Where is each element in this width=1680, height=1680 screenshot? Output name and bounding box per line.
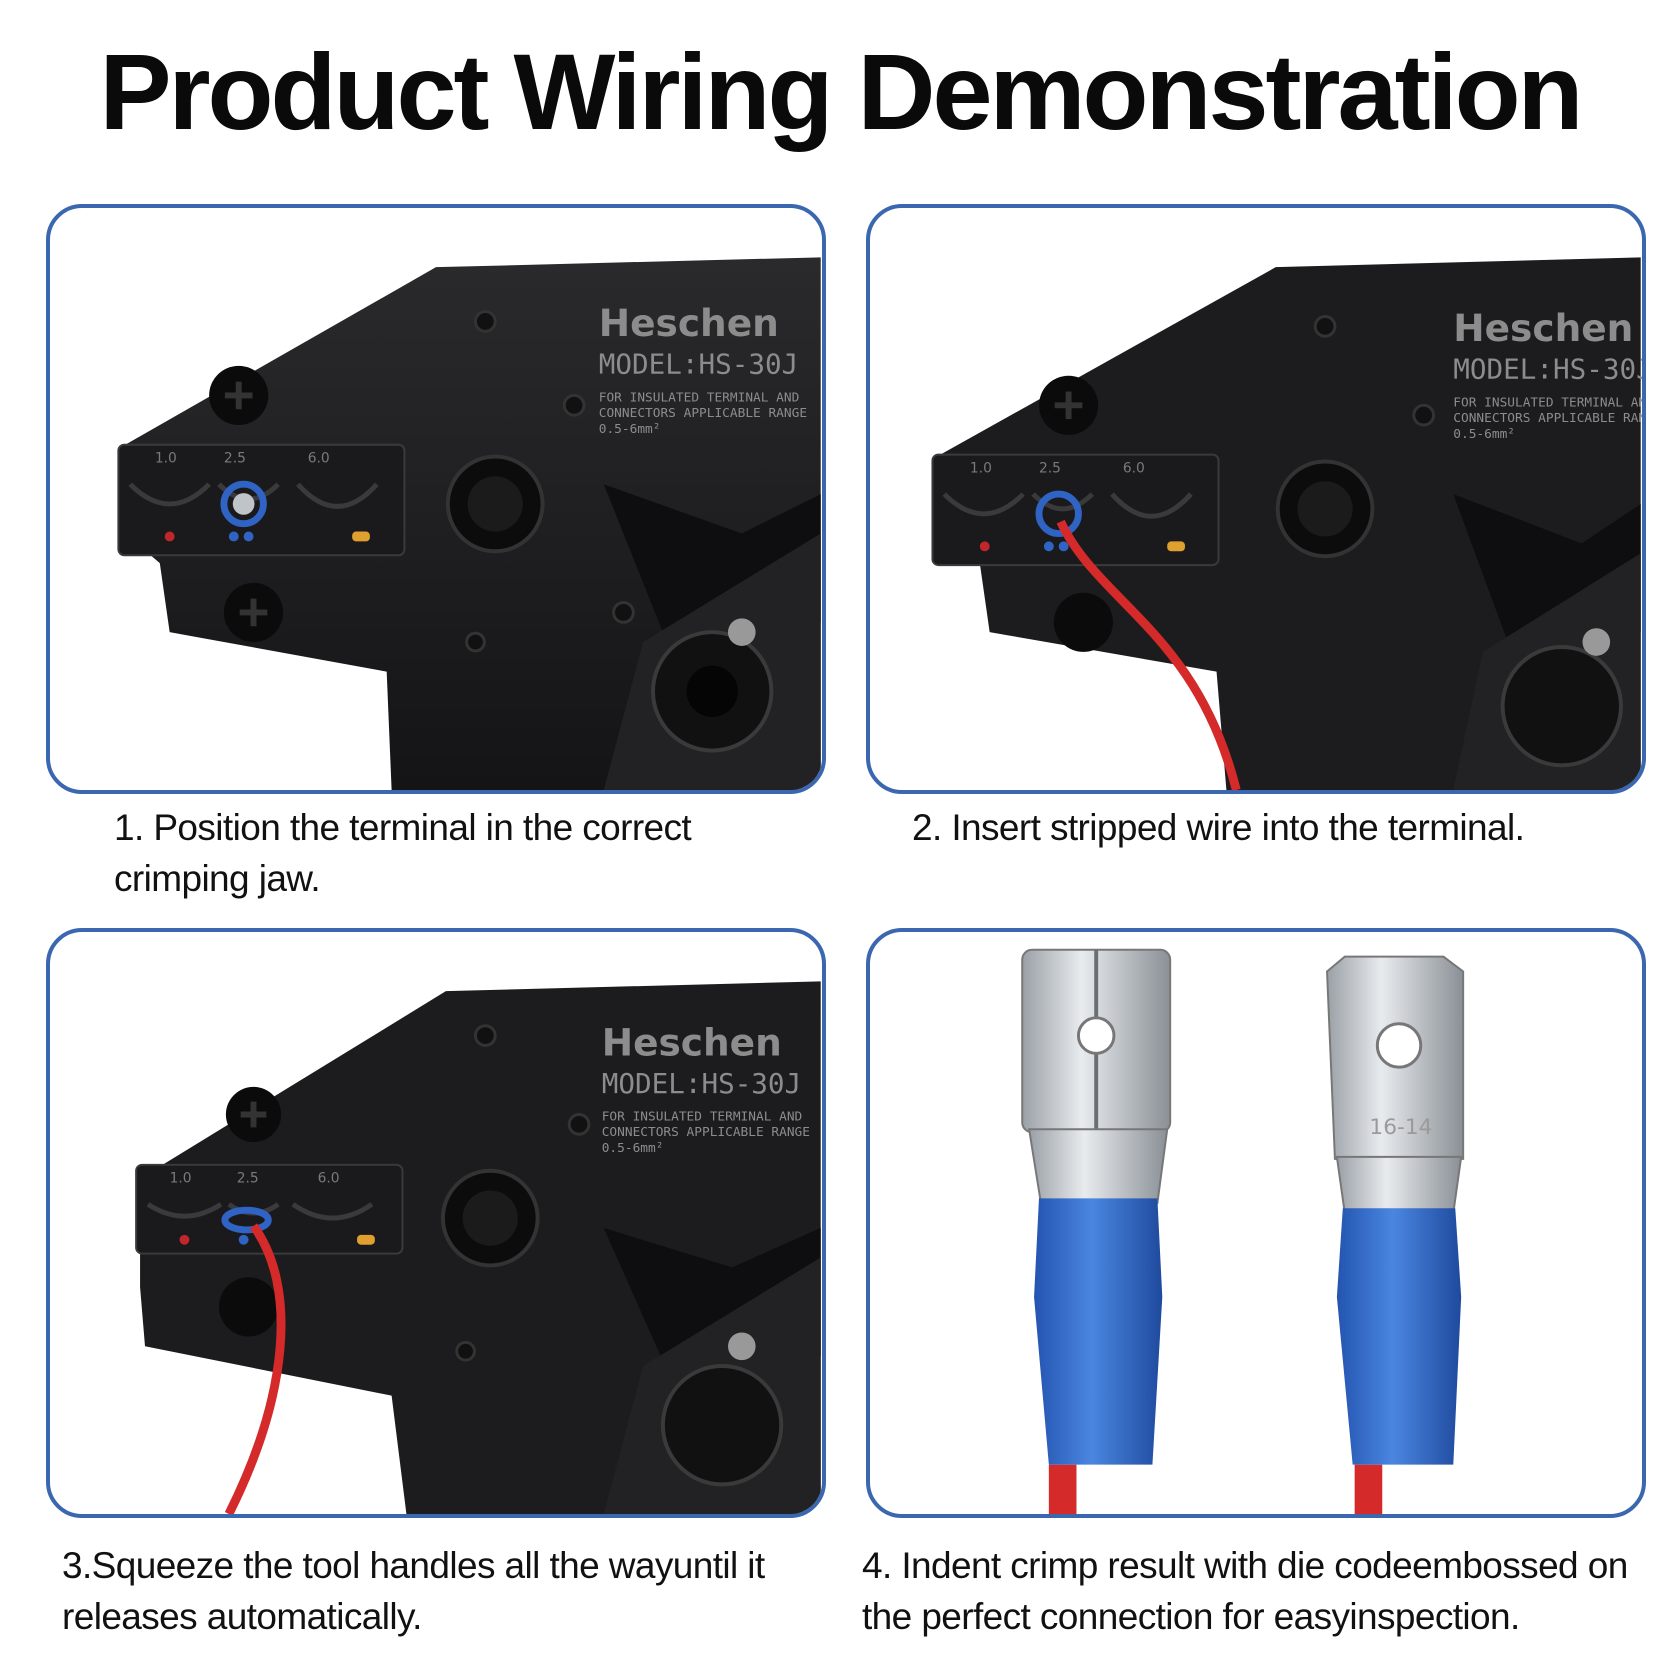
brand-label: Heschen: [1453, 306, 1633, 350]
crimping-tool-illustration: Heschen MODEL:HS-30J FOR INSULATED TERMI…: [931, 257, 1642, 790]
die-code-emboss: 16-14: [1369, 1115, 1432, 1140]
red-wire: [1056, 519, 1241, 790]
step-2-caption: 2. Insert stripped wire into the termina…: [912, 807, 1525, 848]
spec-line-3: 0.5-6mm²: [599, 422, 661, 437]
terminal-blue: [220, 480, 267, 528]
step-3-image: Heschen MODEL:HS-30J FOR INSULATED TERMI…: [46, 928, 826, 1518]
step-1-caption: 1. Position the terminal in the correct …: [114, 807, 692, 899]
jaw-size-3: 6.0: [1123, 460, 1145, 476]
spec-line-1: FOR INSULATED TERMINAL AND: [602, 1109, 803, 1124]
jaw-size-1: 1.0: [155, 451, 177, 467]
spec-line-3: 0.5-6mm²: [1453, 427, 1515, 442]
page-title: Product Wiring Demonstration: [99, 31, 1583, 152]
red-wire: [224, 1223, 286, 1514]
brand-label: Heschen: [602, 1020, 782, 1064]
spec-line-2: CONNECTORS APPLICABLE RANGE: [1453, 411, 1642, 426]
crimped-terminals-illustration: 16-14: [1021, 948, 1465, 1514]
jaw-size-3: 6.0: [318, 1171, 340, 1187]
jaw-size-2: 2.5: [1039, 460, 1061, 476]
brand-label: Heschen: [599, 301, 779, 345]
spec-line-2: CONNECTORS APPLICABLE RANGE: [599, 406, 807, 421]
spec-line-2: CONNECTORS APPLICABLE RANGE: [602, 1125, 810, 1140]
terminal-blue: [221, 1206, 272, 1234]
model-label: MODEL:HS-30J: [602, 1067, 801, 1100]
step-4-image: 16-14: [866, 928, 1646, 1518]
jaw-size-2: 2.5: [237, 1171, 259, 1187]
step-3-caption: 3.Squeeze the tool handles all the wayun…: [62, 1545, 765, 1637]
jaw-size-2: 2.5: [224, 451, 246, 467]
jaw-size-1: 1.0: [170, 1171, 192, 1187]
crimping-tool-illustration: Heschen MODEL:HS-30J FOR INSULATED TERMI…: [117, 257, 821, 790]
spec-line-1: FOR INSULATED TERMINAL AND: [599, 390, 800, 405]
terminal-blue: [1035, 490, 1082, 537]
crimping-tool-illustration: Heschen MODEL:HS-30J FOR INSULATED TERMI…: [135, 981, 821, 1514]
spec-line-3: 0.5-6mm²: [602, 1141, 664, 1156]
model-label: MODEL:HS-30J: [599, 348, 798, 381]
step-2-image: Heschen MODEL:HS-30J FOR INSULATED TERMI…: [866, 204, 1646, 794]
step-4-caption: 4. Indent crimp result with die codeembo…: [862, 1545, 1628, 1637]
step-1-image: Heschen MODEL:HS-30J FOR INSULATED TERMI…: [46, 204, 826, 794]
model-label: MODEL:HS-30J: [1453, 353, 1642, 386]
jaw-size-1: 1.0: [970, 460, 992, 476]
jaw-size-3: 6.0: [308, 451, 330, 467]
spec-line-1: FOR INSULATED TERMINAL AND: [1453, 395, 1642, 410]
